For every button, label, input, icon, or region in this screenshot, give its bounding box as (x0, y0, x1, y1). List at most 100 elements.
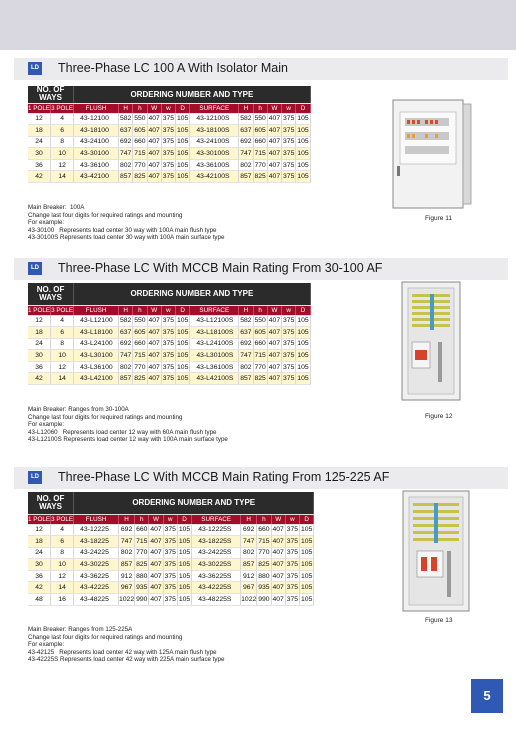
table-cell: 802 (118, 547, 136, 560)
column-header: W (267, 305, 283, 316)
table-cell: 43-30225S (191, 558, 242, 571)
table-cell: 802 (118, 361, 134, 374)
table-cell: 967 (118, 581, 136, 595)
table-cell: 660 (253, 338, 268, 351)
table-cell: 14 (50, 581, 75, 595)
table-cell: 6 (50, 535, 75, 548)
table-cell: 105 (295, 136, 311, 149)
table-cell: 43-L24100 (73, 338, 119, 351)
table-cell: 407 (148, 524, 164, 537)
table-cell: 42 (28, 170, 52, 184)
table-cell: 407 (147, 170, 162, 184)
table-cell: 375 (285, 593, 301, 606)
table-cell: 692 (118, 136, 134, 149)
table-cell: 990 (256, 593, 272, 606)
table-cell: 550 (253, 113, 268, 126)
table-cell: 375 (161, 315, 177, 328)
table-cell: 8 (50, 338, 75, 351)
table-cell: 105 (177, 547, 193, 560)
table-cell: 105 (295, 326, 311, 339)
table-cell: 375 (281, 349, 297, 362)
table-cell: 692 (118, 338, 134, 351)
table-cell: 935 (256, 581, 272, 595)
table-cell: 825 (134, 558, 150, 571)
column-header: H (238, 103, 254, 114)
table-cell: 880 (134, 570, 150, 583)
table-cell: 43-L30100S (189, 349, 240, 362)
table-cell: 43-L36100S (189, 361, 240, 374)
table-cell: 1022 (118, 593, 136, 606)
table-cell: 660 (253, 136, 268, 149)
table-cell: 582 (238, 315, 254, 328)
table-cell: 715 (132, 349, 148, 362)
table-cell: 18 (28, 326, 52, 339)
page-number: 5 (471, 679, 503, 713)
header-no-of-ways: NO. OF WAYS (28, 492, 75, 515)
table-cell: 407 (147, 349, 162, 362)
column-header: 3 POLE (50, 514, 75, 525)
table-cell: 43-48225S (191, 593, 242, 606)
table-cell: 935 (134, 581, 150, 595)
table-cell: 43-L12100S (189, 315, 240, 328)
table-cell: 105 (299, 570, 315, 583)
column-header: H (238, 305, 254, 316)
table-cell: 43-L18100S (189, 326, 240, 339)
table-cell: 857 (118, 372, 134, 386)
header-ordering-number: ORDERING NUMBER AND TYPE (73, 86, 311, 104)
table-cell: 36 (28, 570, 52, 583)
header-no-of-ways: NO. OF WAYS (28, 86, 75, 104)
table-cell: 375 (285, 547, 301, 560)
table-cell: 407 (271, 547, 286, 560)
table-cell: 43-36225S (191, 570, 242, 583)
table-cell: 692 (238, 338, 254, 351)
table-cell: 43-12100 (73, 113, 119, 126)
section-header: LD Three-Phase LC With MCCB Main Rating … (14, 258, 508, 280)
table-cell: 990 (134, 593, 150, 606)
table-cell: 43-L42100S (189, 372, 240, 386)
table-cell: 375 (281, 326, 297, 339)
table-cell: 105 (299, 593, 315, 606)
table-cell: 375 (281, 170, 297, 184)
table-cell: 375 (163, 558, 178, 571)
table-cell: 692 (238, 136, 254, 149)
table-cell: 605 (253, 326, 268, 339)
table-cell: 375 (163, 581, 178, 595)
table-cell: 105 (299, 581, 315, 595)
column-header: FLUSH (73, 305, 119, 316)
table-cell: 43-36100S (189, 159, 240, 172)
table-cell: 770 (256, 547, 272, 560)
table-cell: 375 (163, 570, 178, 583)
table-cell: 105 (177, 570, 193, 583)
table-cell: 825 (132, 170, 148, 184)
table-cell: 43-24225 (73, 547, 119, 560)
table-cell: 375 (161, 170, 177, 184)
table-cell: 43-18100 (73, 124, 119, 137)
note-line: 43-42125 Represents load center 42 way w… (28, 648, 217, 656)
table-cell: 407 (148, 535, 164, 548)
table-cell: 637 (238, 124, 254, 137)
table-cell: 747 (240, 535, 258, 548)
table-cell: 105 (295, 315, 311, 328)
table-cell: 407 (148, 547, 164, 560)
table-cell: 43-L42100 (73, 372, 119, 386)
column-header: w (161, 305, 177, 316)
header-ordering-number: ORDERING NUMBER AND TYPE (73, 492, 315, 515)
table-cell: 43-18225 (73, 535, 119, 548)
header-no-of-ways: NO. OF WAYS (28, 283, 75, 306)
table-cell: 825 (253, 372, 268, 386)
table-cell: 375 (161, 136, 177, 149)
table-cell: 660 (134, 524, 150, 537)
table-cell: 770 (132, 159, 148, 172)
table-cell: 407 (148, 570, 164, 583)
column-header: W (271, 514, 286, 525)
table-cell: 407 (267, 170, 283, 184)
table-cell: 407 (147, 315, 162, 328)
table-cell: 12 (50, 570, 75, 583)
note-line: Change last four digits for required rat… (28, 211, 183, 219)
table-cell: 550 (132, 315, 148, 328)
table-cell: 825 (256, 558, 272, 571)
column-header: 1 POLE (28, 514, 52, 525)
